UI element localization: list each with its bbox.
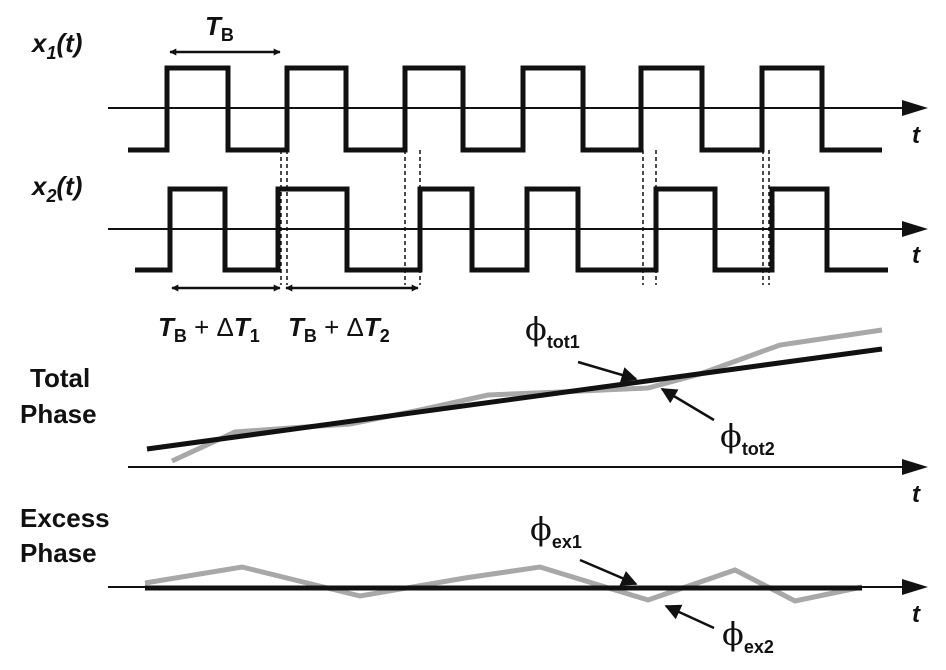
- phi-tot2-curve: [170, 327, 883, 464]
- x1-axis-t-label: t: [912, 122, 921, 149]
- x2-axis-arrowhead: [902, 221, 928, 237]
- interval1-label: TB + ΔT1: [158, 312, 260, 346]
- phi-ex1-label: ϕex1: [530, 510, 582, 552]
- excess-phase-title-line2: Phase: [20, 538, 97, 568]
- phi-ex1-pointer: [579, 558, 638, 586]
- total-phase-title-line1: Total: [30, 363, 90, 393]
- excess-phase-title-line1: Excess: [20, 503, 110, 533]
- total-phase-axis-t-label: t: [912, 481, 921, 508]
- excess-phase-axis-t-label: t: [912, 601, 921, 628]
- interval2-label: TB + ΔT2: [288, 312, 390, 346]
- excess-phase-axis-arrowhead: [902, 579, 928, 595]
- phi-tot1-label: ϕtot1: [525, 310, 580, 352]
- x2-label: x2(t): [30, 171, 82, 206]
- edge-alignment-guides: [280, 150, 770, 285]
- phi-ex2-pointer: [664, 604, 715, 630]
- phi-tot2-label: ϕtot2: [720, 417, 775, 459]
- x1-label: x1(t): [30, 28, 82, 63]
- phi-ex2-label: ϕex2: [722, 615, 774, 657]
- phi-tot1-pointer: [577, 360, 638, 383]
- period-label: TB: [205, 11, 234, 45]
- phi-ex2-curve: [144, 564, 863, 604]
- x1-axis-arrowhead: [902, 100, 928, 116]
- x2-axis-t-label: t: [912, 242, 921, 269]
- phi-tot1-line: [146, 346, 883, 452]
- total-phase-axis-arrowhead: [902, 459, 928, 475]
- total-phase-title-line2: Phase: [20, 399, 97, 429]
- x1-waveform: [128, 65, 882, 153]
- phi-tot2-pointer: [660, 387, 715, 422]
